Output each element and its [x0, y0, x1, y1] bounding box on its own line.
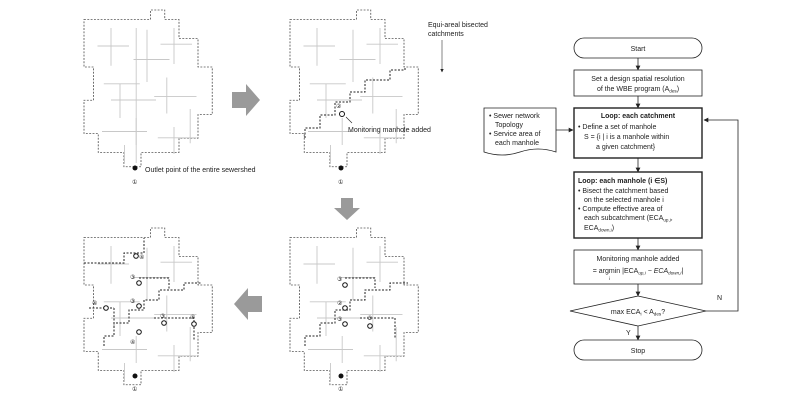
monitoring-manhole — [367, 323, 373, 329]
callout-line2: catchments — [428, 31, 464, 38]
loop2-b2-line1: • Compute effective area of — [578, 206, 662, 213]
step3-argmin-subscript: i — [609, 276, 610, 281]
step3-formula: = argmin |ECAup,i − ECAdown,i| — [593, 268, 684, 276]
callout-line1: Equi-areal bisected — [428, 22, 488, 29]
loop1-line2: S = {i | i is a manhole within — [584, 134, 669, 141]
outlet-label: Outlet point of the entire sewershed — [145, 167, 256, 174]
monitoring-manhole — [342, 282, 348, 288]
bisect-boundary — [304, 68, 406, 138]
monitoring-manhole — [342, 305, 348, 311]
input-bullet2-line1: • Service area of — [489, 131, 541, 138]
manhole-number-3: ③ — [160, 313, 165, 320]
sewershed-boundary — [83, 227, 213, 386]
manhole-number-4: ④ — [139, 254, 144, 261]
arrow-right — [232, 84, 260, 116]
loop2-b1-line2: on the selected manhole i — [584, 197, 664, 204]
manhole-number-1: ① — [338, 386, 343, 393]
outlet-manhole — [132, 373, 138, 379]
arrow-down — [334, 198, 360, 220]
no-label: N — [717, 295, 722, 302]
monitoring-manhole — [342, 321, 348, 327]
manhole-number-1: ① — [338, 179, 343, 186]
monitoring-manhole — [136, 280, 142, 286]
manhole-number-2: ② — [336, 103, 342, 110]
manhole-number-1: ① — [132, 179, 137, 186]
manhole-number-1: ① — [132, 386, 137, 393]
input-bullet1-line1: • Sewer network — [489, 113, 540, 120]
yes-label: Y — [626, 330, 631, 337]
manhole-number-3: ③ — [130, 274, 135, 281]
manhole-number-2: ② — [337, 300, 343, 307]
monitoring-manhole — [136, 329, 142, 335]
step-monitoring-manhole — [573, 249, 703, 285]
input-bullet1-line2: Topology — [495, 122, 524, 129]
loop2-title: Loop: each manhole (i ∈S) — [578, 177, 667, 185]
bisect-boundary — [304, 282, 408, 346]
monitoring-manhole — [103, 305, 109, 311]
panel-bottom-left: ④ ③ ④ ③ ③ ④ ④ ① — [83, 227, 213, 393]
manhole-number-4: ④ — [190, 314, 195, 321]
loop-each-manhole — [573, 171, 703, 239]
monitoring-manhole — [136, 303, 142, 309]
monitoring-manhole-label: Monitoring manhole added — [348, 127, 431, 134]
manhole-number-4: ④ — [130, 339, 135, 346]
sewer-network — [303, 245, 403, 382]
sewershed-boundary — [289, 227, 419, 386]
loop1-line1: • Define a set of manhole — [578, 124, 656, 131]
loop2-b2-line3: ECAdown,i) — [584, 225, 614, 233]
loop2-b2-line2: each subcatchment (ECAup,i, — [584, 215, 673, 223]
outlet-manhole — [338, 373, 344, 379]
sewershed-boundary — [289, 9, 419, 168]
no-branch-line — [703, 117, 739, 312]
manhole-number-3: ③ — [367, 315, 372, 322]
panel-top-left: ① Outlet point of the entire sewershed — [83, 9, 256, 186]
outlet-manhole — [338, 165, 344, 171]
sewershed-boundary — [83, 9, 213, 168]
sewer-network — [303, 27, 403, 164]
manhole-number-4: ④ — [92, 300, 97, 307]
outlet-manhole — [132, 165, 138, 171]
loop1-title: Loop: each catchment — [601, 113, 676, 120]
panel-bottom-right: ③ ② ③ ③ ① — [289, 227, 419, 393]
input-document — [483, 107, 557, 156]
monitoring-manhole — [191, 321, 197, 327]
sewer-network — [97, 27, 197, 164]
monitoring-manhole — [133, 253, 139, 259]
manhole-number-3: ③ — [337, 276, 342, 283]
step3-line1: Monitoring manhole added — [597, 256, 680, 263]
step1-line2: of the WBE program (Ades) — [597, 86, 679, 94]
input-bullet2-line2: each manhole — [495, 140, 539, 147]
stop-terminal — [573, 339, 703, 361]
panel-top-right: ② ① Monitoring manhole added Equi-areal … — [289, 9, 488, 186]
loop2-b1-line1: • Bisect the catchment based — [578, 188, 669, 195]
arrow-left — [234, 288, 262, 320]
loop1-line3: a given catchment} — [596, 144, 656, 151]
monitoring-manhole — [339, 111, 345, 117]
bisect-boundary — [84, 238, 202, 346]
flowchart: Start Set a design spatial resolution of… — [483, 37, 739, 361]
manhole-number-3: ③ — [130, 298, 135, 305]
manhole-number-3: ③ — [337, 316, 342, 323]
bisect-boundary — [345, 277, 396, 338]
decision-label: max ECAi < Ades? — [611, 309, 665, 317]
sewer-network — [97, 245, 197, 382]
start-label: Start — [631, 46, 646, 53]
step1-line1: Set a design spatial resolution — [591, 76, 684, 83]
monitoring-manhole — [161, 320, 167, 326]
stop-label: Stop — [631, 348, 646, 355]
